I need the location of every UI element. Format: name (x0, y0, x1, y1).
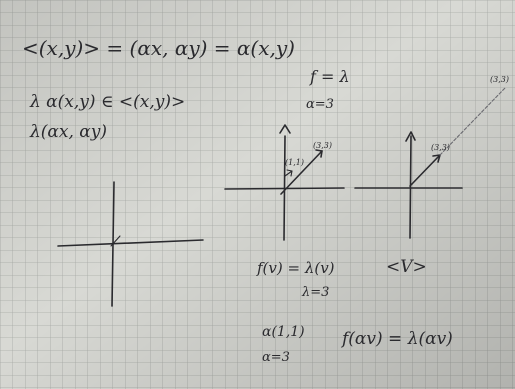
equation-span-definition: <(x,y)> = (αx, αy) = α(x,y) (22, 36, 295, 60)
alpha-value-top: α=3 (306, 97, 334, 112)
label-point-3-3-far: (3,3) (490, 75, 509, 84)
equation-f-equals-lambda: f = λ (309, 67, 350, 86)
equation-lambda-membership: λ α(x,y) ∈ <(x,y)> (29, 92, 185, 112)
label-point-3-3-middle: (3,3) (313, 141, 332, 150)
span-v-label: <V> (386, 257, 427, 277)
equation-f-of-v: f(v) = λ(v) (256, 259, 335, 277)
axes-sketch-left (57, 181, 204, 307)
axes-sketch-middle (224, 124, 345, 241)
label-point-3-3-right: (3,3) (431, 143, 450, 152)
equation-f-alpha-v: f(αv) = λ(αv) (340, 329, 453, 349)
equation-lambda-scaled: λ(αx, αy) (29, 122, 107, 142)
label-point-1-1: (1,1) (285, 158, 304, 167)
axes-sketch-right (354, 87, 506, 239)
equation-alpha-1-1: α(1,1) (262, 324, 305, 340)
lambda-value: λ=3 (301, 285, 329, 300)
alpha-value-bottom: α=3 (262, 350, 290, 365)
